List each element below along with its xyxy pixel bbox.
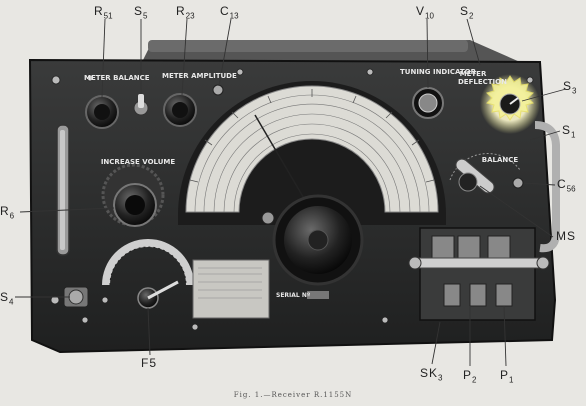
s3-switch-pointer [509, 97, 519, 105]
cabinet-lid [148, 40, 468, 52]
callout-r6: R6 [0, 204, 15, 221]
figure-caption: Fig. 1.—Receiver R.1155N [233, 391, 353, 399]
ms-bar-right-end [536, 256, 550, 270]
tuning-indicator-lamp [418, 93, 438, 113]
range-dial-ticks [109, 246, 187, 286]
callout-s4: S4 [0, 290, 14, 307]
ms-bar-left-end [408, 256, 422, 270]
callout-c56: C56 [557, 177, 576, 194]
s1-lever-pivot [458, 172, 478, 192]
callout-s1: S1 [562, 123, 576, 140]
s4-toggle-switch[interactable] [68, 289, 84, 305]
callout-r51: R51 [94, 4, 113, 21]
callout-p2: P2 [463, 368, 477, 385]
callout-s5: S5 [134, 4, 148, 21]
range-dial-scale [102, 239, 194, 286]
meter-amplitude-knob-cap [172, 102, 188, 118]
meter-balance-knob-cap [94, 104, 110, 120]
callout-p1: P1 [500, 368, 514, 385]
c56-trimmer[interactable] [512, 177, 524, 189]
callout-v10: V10 [416, 4, 434, 21]
leader-lines [15, 18, 567, 367]
balance-label: BALANCE [481, 156, 519, 164]
range-selector-pointer [147, 280, 179, 300]
nameplate [192, 259, 270, 319]
meter-deflection-label: METER DEFLECTION [458, 70, 507, 86]
callout-ms: MS [556, 229, 576, 243]
callout-s3: S3 [563, 79, 577, 96]
callout-s2: S2 [460, 4, 474, 21]
ms-retaining-bar[interactable] [409, 257, 549, 269]
increase-volume-label: INCREASE VOLUME [100, 158, 176, 166]
main-dial-tick-marks [189, 89, 435, 183]
tuning-indicator-label: TUNING INDICATOR [400, 68, 476, 76]
nameplate-text-lines [198, 267, 262, 299]
increase-volume-knob-cap [125, 195, 145, 215]
left-handle-shine [60, 130, 65, 250]
main-tuning-knob-hub [307, 229, 329, 251]
serial-number-label: SERIAL Nº [276, 292, 311, 299]
callout-f5: F5 [141, 356, 158, 370]
meter-amplitude-label: METER AMPLITUDE [162, 72, 237, 80]
right-handle [534, 121, 560, 253]
main-dial-pointer [254, 114, 313, 213]
c13-trimmer[interactable] [212, 84, 224, 96]
callout-c13: C13 [220, 4, 239, 21]
callout-sk3: SK3 [420, 366, 443, 383]
serial-plate [307, 291, 329, 299]
callout-r23: R23 [176, 4, 195, 21]
meter-balance-label: METER BALANCE [84, 74, 150, 82]
main-dial-face [185, 85, 439, 213]
s5-toggle-lever [138, 94, 144, 108]
fine-tuning-spindle[interactable] [261, 211, 275, 225]
